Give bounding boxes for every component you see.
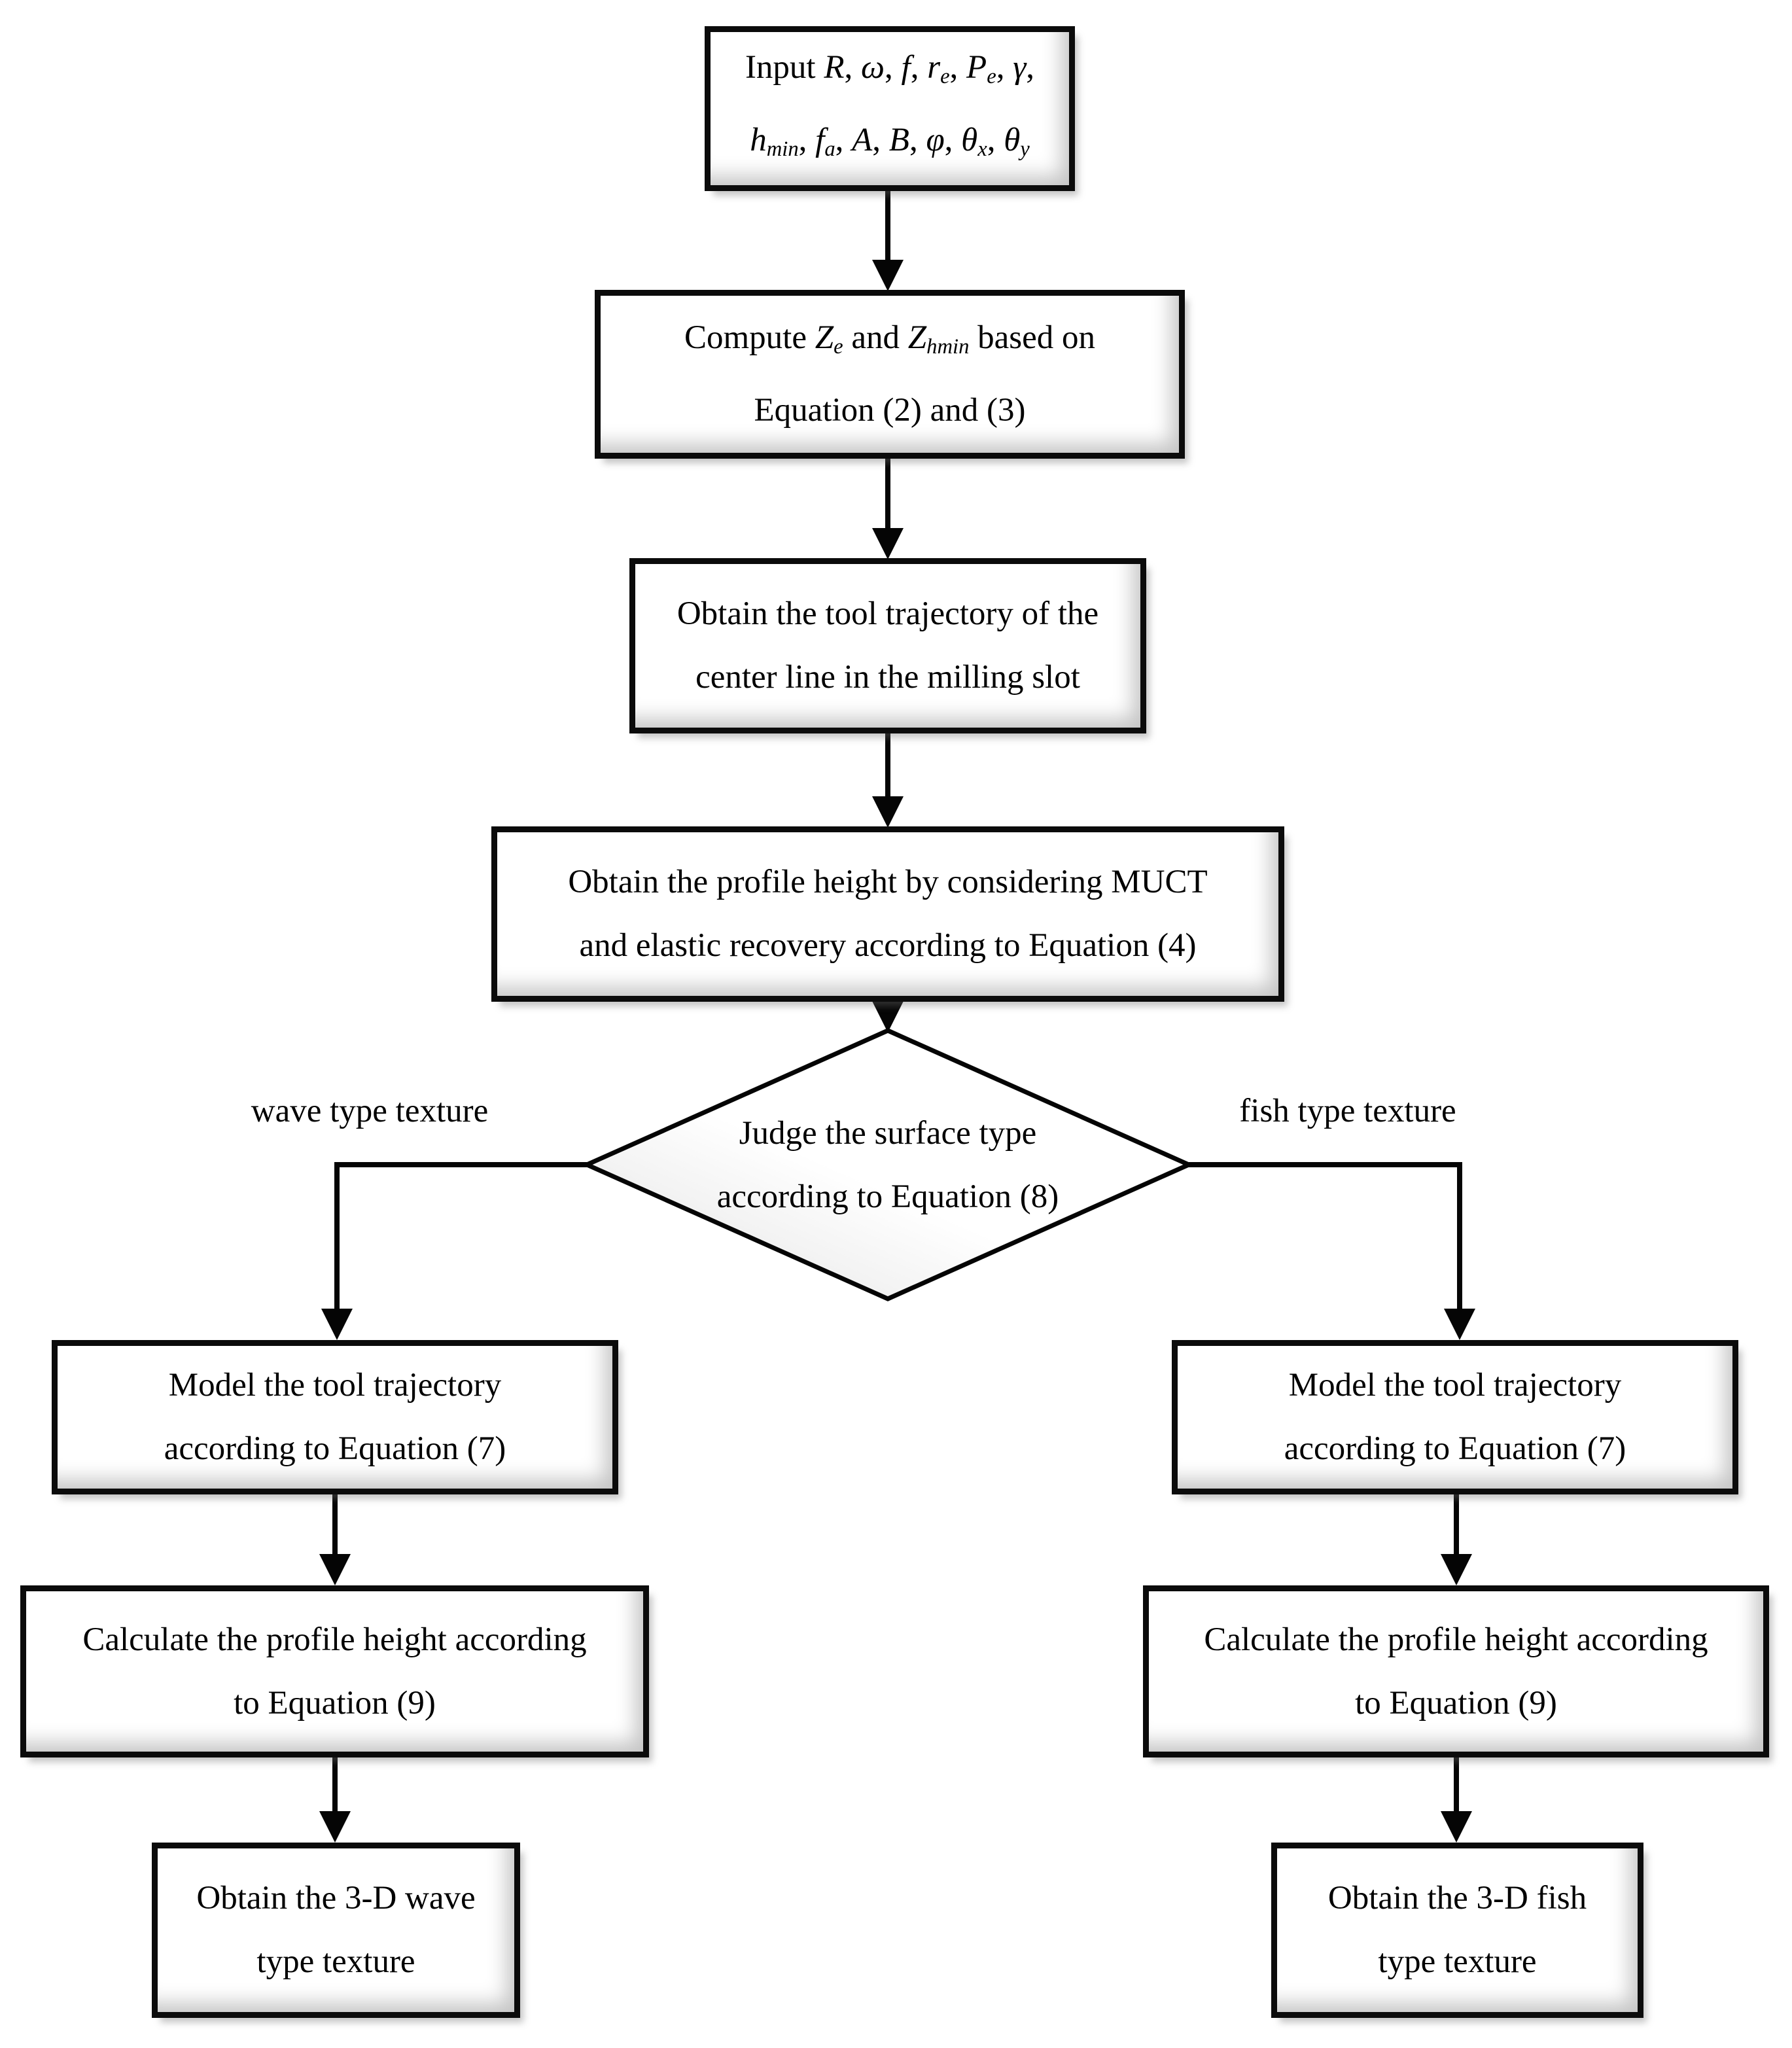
text-line: according to Equation (7) — [164, 1430, 506, 1467]
connector-judge-to-model-right — [1189, 1162, 1475, 1340]
decision-diamond-shape — [581, 1028, 1195, 1301]
text-line: center line in the milling slot — [695, 659, 1080, 696]
node-judge-surface-type: Judge the surface type according to Equat… — [626, 1072, 1150, 1258]
text-line: Calculate the profile height according — [1204, 1621, 1708, 1658]
text-line: Input R, ω, f, re, Pe, γ, — [745, 49, 1035, 88]
text-line: Obtain the 3-D fish — [1327, 1880, 1587, 1916]
text-line: type texture — [1378, 1943, 1537, 1980]
text-line: Model the tool trajectory — [1288, 1367, 1622, 1404]
node-model-trajectory-right: Model the tool trajectory according to Eq… — [1172, 1340, 1738, 1494]
text-line: Judge the surface type — [739, 1114, 1037, 1152]
text-line: to Equation (9) — [1355, 1684, 1557, 1721]
text-line: and elastic recovery according to Equati… — [579, 927, 1197, 964]
node-calc-profile-right: Calculate the profile height according to… — [1143, 1585, 1769, 1757]
node-tool-trajectory-centerline: Obtain the tool trajectory of the center … — [629, 558, 1146, 733]
text-line: Equation (2) and (3) — [754, 391, 1026, 429]
text-line: Calculate the profile height according — [82, 1621, 587, 1658]
branch-label-fish: fish type texture — [1239, 1093, 1456, 1129]
text-line: Compute Ze and Zhmin based on — [684, 319, 1095, 359]
node-compute-ze-zhmin: Compute Ze and Zhmin based on Equation (2… — [595, 290, 1185, 459]
text-line: Model the tool trajectory — [168, 1367, 502, 1404]
branch-label-wave: wave type texture — [251, 1093, 489, 1129]
text-line: Obtain the tool trajectory of the — [676, 595, 1099, 632]
text-line: according to Equation (8) — [716, 1178, 1059, 1215]
text-line: Obtain the 3-D wave — [196, 1880, 476, 1916]
node-model-trajectory-left: Model the tool trajectory according to Eq… — [52, 1340, 618, 1494]
text-line: hmin, fa, A, B, φ, θx, θy — [750, 122, 1030, 161]
text-line: to Equation (9) — [234, 1684, 436, 1721]
node-profile-height-muct: Obtain the profile height by considering… — [491, 826, 1284, 1002]
node-fish-type-texture: Obtain the 3-D fish type texture — [1271, 1843, 1643, 2018]
node-calc-profile-left: Calculate the profile height according to… — [20, 1585, 649, 1757]
text-line: according to Equation (7) — [1284, 1430, 1626, 1467]
node-input-parameters: Input R, ω, f, re, Pe, γ, hmin, fa, A, B,… — [705, 26, 1075, 191]
text-line: type texture — [256, 1943, 415, 1980]
node-wave-type-texture: Obtain the 3-D wave type texture — [152, 1843, 520, 2018]
connector-judge-to-model-left — [321, 1162, 587, 1340]
text-line: Obtain the profile height by considering… — [568, 864, 1208, 900]
